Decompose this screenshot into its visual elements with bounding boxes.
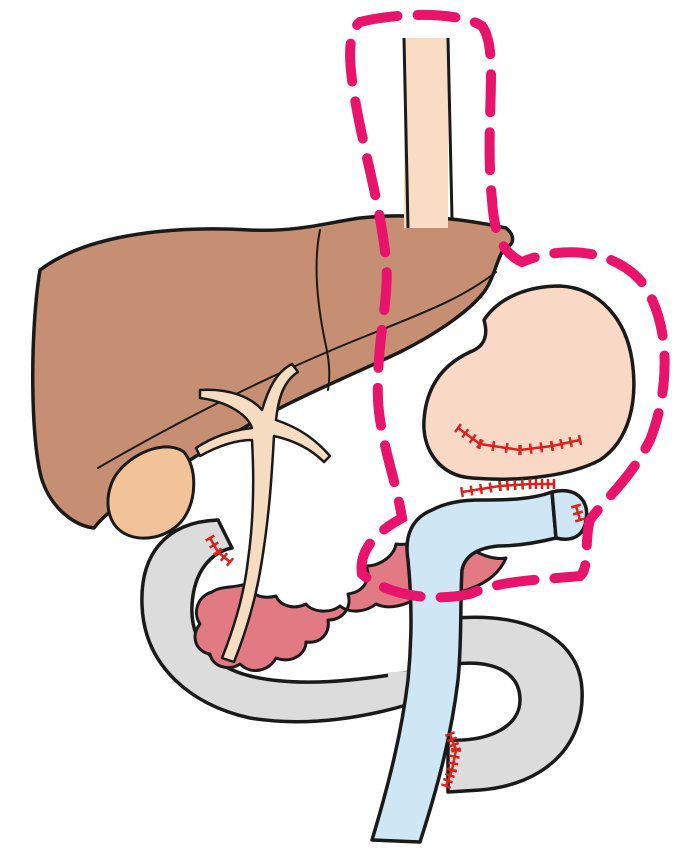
esophagus <box>404 38 452 228</box>
